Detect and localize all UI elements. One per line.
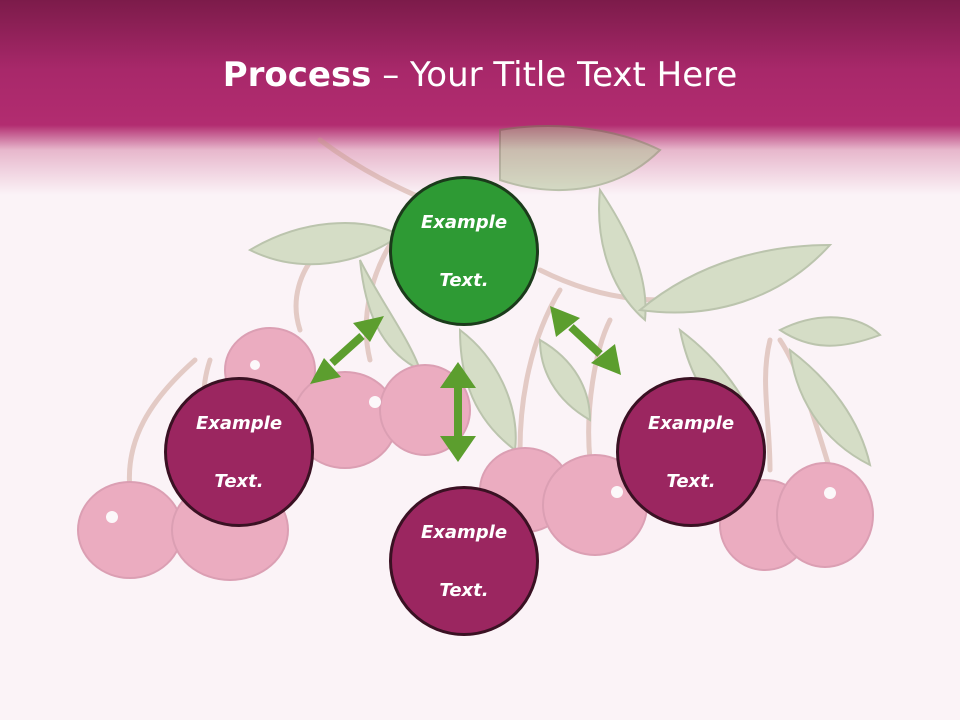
node-right-line1: Example (647, 412, 735, 434)
header-band (0, 0, 960, 200)
node-bottom-line2: Text. (439, 579, 489, 601)
slide-title: Process – Your Title Text Here (0, 50, 960, 100)
arrow-top-right-icon (550, 306, 621, 375)
node-left-line2: Text. (214, 470, 264, 492)
node-top-line1: Example (420, 211, 508, 233)
arrow-vertical-icon (440, 362, 476, 462)
node-top-line2: Text. (439, 269, 489, 291)
node-bottom-line1: Example (420, 521, 508, 543)
title-bold: Process (222, 55, 372, 95)
node-left-line1: Example (195, 412, 283, 434)
arrow-top-left-icon (310, 316, 384, 384)
node-right-line2: Text. (666, 470, 716, 492)
title-rest: – Your Title Text Here (371, 55, 738, 95)
